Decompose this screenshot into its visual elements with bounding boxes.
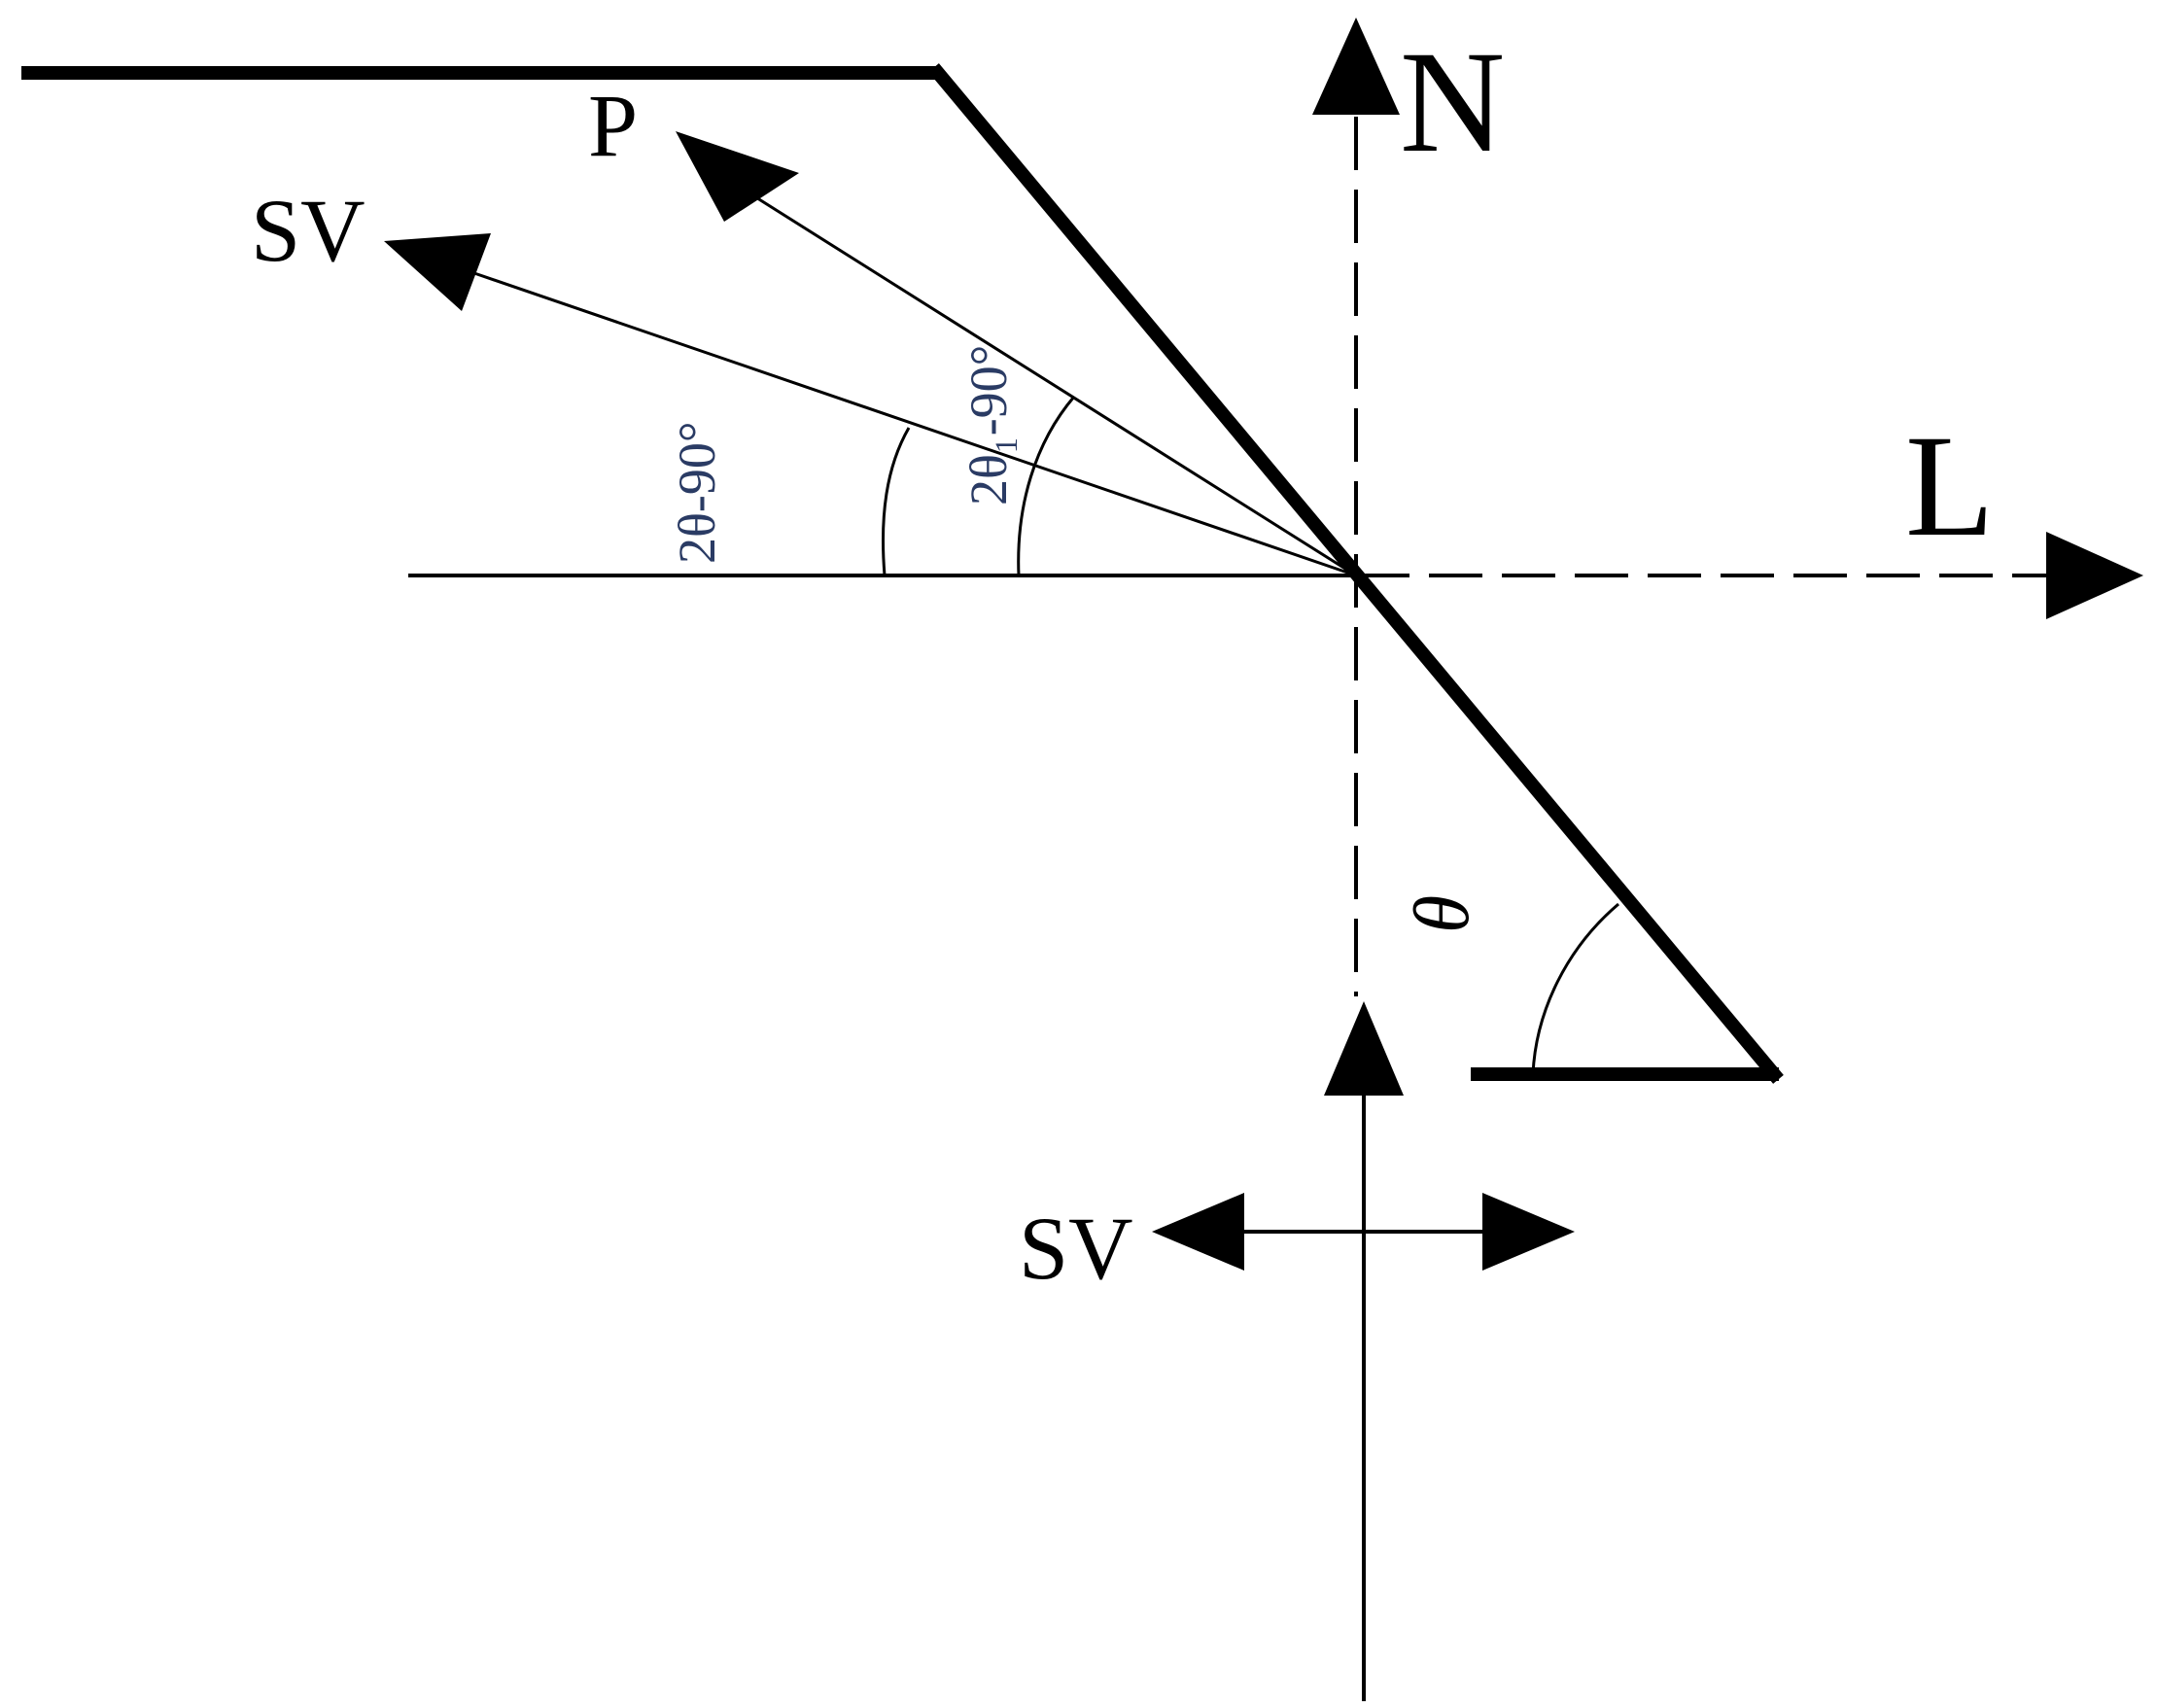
p-ray-line bbox=[743, 188, 1357, 577]
sv-polarization-left-arrowhead bbox=[1152, 1193, 1244, 1271]
sv-ray-line bbox=[470, 270, 1357, 577]
sv-polarization-right-arrowhead bbox=[1482, 1193, 1575, 1271]
p-wave-label: P bbox=[588, 76, 638, 175]
angle-sv-label: 2θ-90° bbox=[668, 422, 726, 564]
theta-label: θ bbox=[1400, 895, 1485, 933]
n-axis-arrowhead bbox=[1312, 17, 1400, 115]
n-axis-label: N bbox=[1400, 21, 1505, 183]
angle-arc-sv bbox=[882, 427, 911, 576]
l-axis-arrowhead bbox=[2046, 532, 2143, 619]
angle-arc-theta bbox=[1531, 902, 1619, 1075]
angle-arc-p bbox=[1017, 396, 1076, 576]
p-ray-arrowhead bbox=[676, 131, 799, 222]
sv-ray-arrowhead bbox=[384, 233, 491, 311]
sv-incident-label: SV bbox=[1019, 1199, 1133, 1298]
incident-beam-arrowhead bbox=[1324, 1001, 1404, 1096]
sv-refracted-label: SV bbox=[251, 181, 365, 280]
angle-p-label: 2θ₁-90° bbox=[959, 345, 1018, 505]
l-axis-label: L bbox=[1905, 405, 1995, 567]
